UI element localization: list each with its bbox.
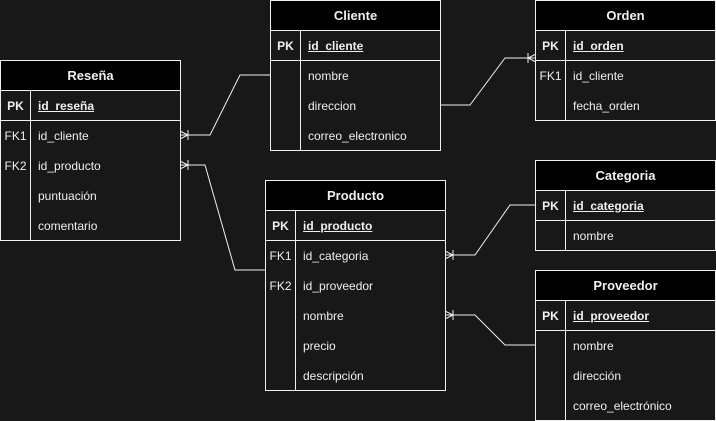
column-row: precio bbox=[266, 331, 445, 361]
pk-row: PK id_reseña bbox=[1, 91, 180, 121]
key-label: PK bbox=[271, 31, 301, 60]
column-row: FK1 id_cliente bbox=[1, 121, 180, 151]
column-row: nombre bbox=[266, 301, 445, 331]
column-name: id_cliente bbox=[573, 69, 624, 83]
crowfoot-cliente-orden bbox=[526, 53, 537, 63]
pk-row: PK id_orden bbox=[536, 31, 715, 61]
table-producto[interactable]: Producto PK id_producto FK1 id_categoria… bbox=[265, 180, 446, 391]
column-name: correo_electrónico bbox=[573, 399, 672, 413]
column-row: nombre bbox=[536, 331, 715, 361]
key-label: FK2 bbox=[1, 151, 31, 181]
crowfoot-resena-cliente bbox=[179, 130, 190, 140]
column-name: id_categoria bbox=[303, 249, 369, 263]
column-name: id_reseña bbox=[38, 98, 95, 113]
key-label bbox=[1, 211, 31, 241]
column-name: direccion bbox=[308, 99, 357, 113]
column-row: comentario bbox=[1, 211, 180, 241]
crowfoot-producto-proveedor bbox=[444, 310, 455, 320]
column-name: nombre bbox=[308, 69, 349, 83]
link-resena-cliente bbox=[180, 74, 271, 136]
column-name: id_proveedor bbox=[303, 279, 374, 293]
link-producto-proveedor bbox=[445, 314, 536, 346]
pk-row: PK id_cliente bbox=[271, 31, 440, 61]
crowfoot-resena-producto bbox=[179, 160, 190, 170]
link-cliente-orden bbox=[440, 57, 536, 106]
column-name: dirección bbox=[573, 369, 622, 383]
column-name: id_orden bbox=[573, 38, 624, 53]
key-label bbox=[536, 91, 566, 121]
key-label bbox=[266, 361, 296, 391]
column-row: nombre bbox=[271, 61, 440, 91]
column-row: puntuación bbox=[1, 181, 180, 211]
pk-row: PK id_proveedor bbox=[536, 301, 715, 331]
table-categoria[interactable]: Categoria PK id_categoria nombre bbox=[535, 160, 716, 251]
pk-row: PK id_producto bbox=[266, 211, 445, 241]
column-row: correo_electrónico bbox=[536, 391, 715, 421]
key-label bbox=[536, 221, 566, 251]
table-cliente[interactable]: Cliente PK id_cliente nombre direccion c… bbox=[270, 0, 441, 151]
table-title: Proveedor bbox=[536, 271, 715, 301]
key-label bbox=[266, 301, 296, 331]
key-label bbox=[536, 331, 566, 361]
column-name: puntuación bbox=[38, 189, 97, 203]
table-title: Producto bbox=[266, 181, 445, 211]
table-title: Cliente bbox=[271, 1, 440, 31]
key-label bbox=[536, 361, 566, 391]
key-label bbox=[1, 181, 31, 211]
column-name: nombre bbox=[573, 229, 614, 243]
column-name: precio bbox=[303, 339, 336, 353]
column-name: nombre bbox=[303, 309, 344, 323]
column-name: fecha_orden bbox=[573, 99, 640, 113]
key-label bbox=[271, 121, 301, 151]
key-label: FK1 bbox=[1, 121, 31, 151]
table-proveedor[interactable]: Proveedor PK id_proveedor nombre direcci… bbox=[535, 270, 716, 421]
column-row: FK1 id_categoria bbox=[266, 241, 445, 271]
crowfoot-producto-categoria bbox=[444, 250, 455, 260]
key-label bbox=[271, 91, 301, 121]
key-label: PK bbox=[1, 91, 31, 120]
table-resena[interactable]: Reseña PK id_reseña FK1 id_cliente FK2 i… bbox=[0, 60, 181, 241]
key-label: PK bbox=[536, 31, 566, 60]
table-title: Reseña bbox=[1, 61, 180, 91]
column-name: comentario bbox=[38, 219, 98, 233]
column-row: nombre bbox=[536, 221, 715, 251]
table-orden[interactable]: Orden PK id_orden FK1 id_cliente fecha_o… bbox=[535, 0, 716, 121]
column-row: FK2 id_producto bbox=[1, 151, 180, 181]
key-label: PK bbox=[266, 211, 296, 240]
column-name: id_proveedor bbox=[573, 308, 650, 323]
key-label: FK1 bbox=[266, 241, 296, 271]
link-producto-categoria bbox=[445, 204, 536, 256]
table-title: Categoria bbox=[536, 161, 715, 191]
key-label bbox=[266, 331, 296, 361]
key-label bbox=[271, 61, 301, 91]
pk-row: PK id_categoria bbox=[536, 191, 715, 221]
column-row: fecha_orden bbox=[536, 91, 715, 121]
column-row: descripción bbox=[266, 361, 445, 391]
column-row: correo_electronico bbox=[271, 121, 440, 151]
key-label bbox=[536, 391, 566, 421]
column-row: dirección bbox=[536, 361, 715, 391]
column-name: id_producto bbox=[38, 159, 101, 173]
column-name: correo_electronico bbox=[308, 129, 407, 143]
column-row: direccion bbox=[271, 91, 440, 121]
column-name: descripción bbox=[303, 369, 364, 383]
column-row: FK1 id_cliente bbox=[536, 61, 715, 91]
table-title: Orden bbox=[536, 1, 715, 31]
column-name: id_producto bbox=[303, 218, 373, 233]
column-name: nombre bbox=[573, 339, 614, 353]
link-resena-producto bbox=[180, 164, 266, 271]
column-name: id_cliente bbox=[308, 38, 364, 53]
column-name: id_cliente bbox=[38, 129, 89, 143]
key-label: PK bbox=[536, 191, 566, 220]
column-row: FK2 id_proveedor bbox=[266, 271, 445, 301]
key-label: FK2 bbox=[266, 271, 296, 301]
key-label: FK1 bbox=[536, 61, 566, 91]
column-name: id_categoria bbox=[573, 198, 644, 213]
key-label: PK bbox=[536, 301, 566, 330]
